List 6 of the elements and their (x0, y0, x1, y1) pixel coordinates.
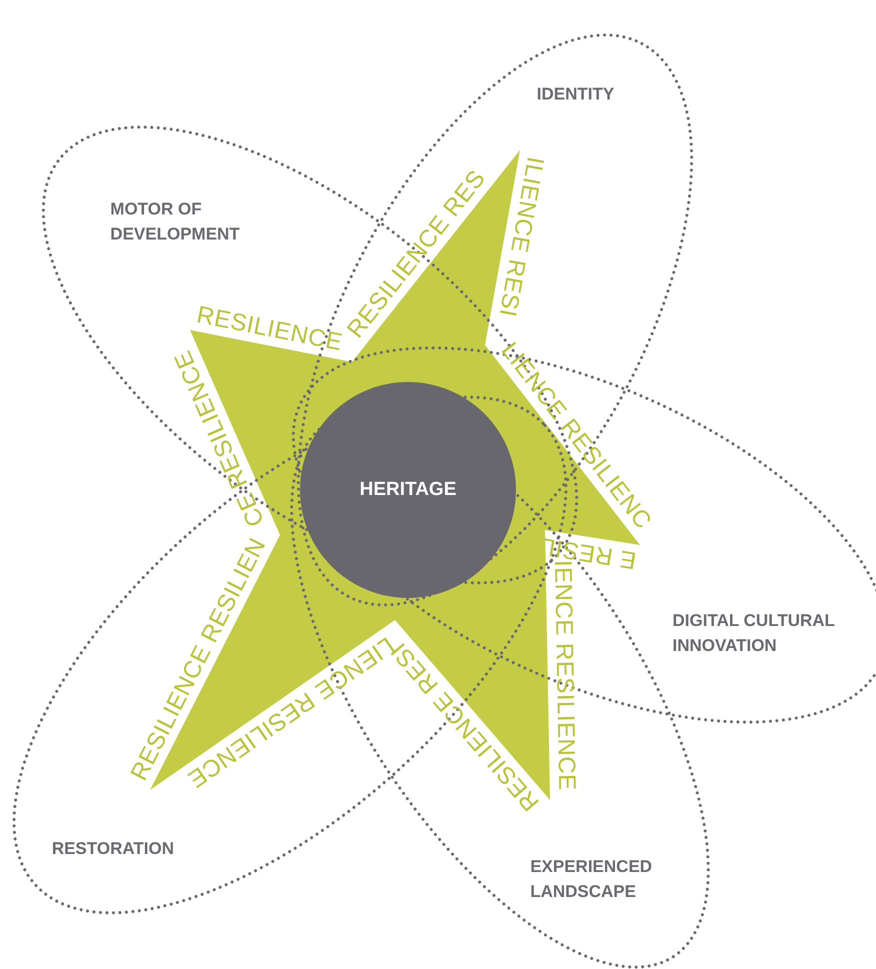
area-label: DIGITAL CULTURAL INNOVATION (672, 610, 836, 657)
area-label: IDENTITY (537, 84, 616, 106)
area-label: RESTORATION (52, 838, 176, 860)
area-label: EXPERIENCED LANDSCAPE (530, 856, 653, 903)
area-label: MOTOR OF DEVELOPMENT (110, 198, 240, 245)
border-text: ILIENCE RESI (494, 154, 548, 319)
